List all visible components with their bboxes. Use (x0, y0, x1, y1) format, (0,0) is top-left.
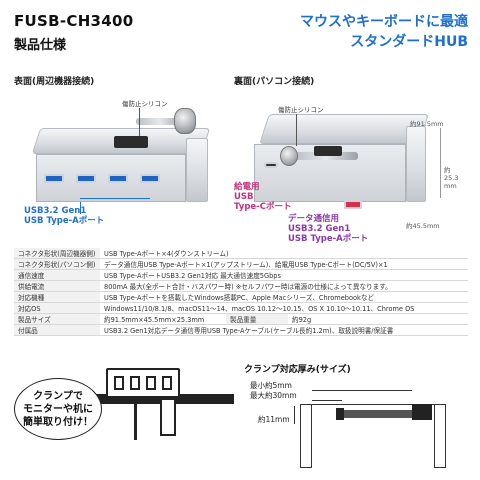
min-thickness: 最小約5mm (250, 381, 292, 390)
hub-side (186, 138, 208, 202)
dim-height: 約 25.3 mm (444, 166, 459, 190)
tagline-line1: マウスやキーボードに最適 (300, 14, 468, 30)
desk-edge (84, 394, 234, 404)
clamp-arm (160, 398, 176, 436)
tagline: マウスやキーボードに最適 スタンダードHUB (300, 12, 468, 52)
silicone-pad (114, 136, 148, 148)
dim-depth: 約45.5mm (406, 222, 440, 230)
table-row: 通信速度 USB Type-AポートUSB3.2 Gen1対応 最大通信速度5G… (14, 269, 468, 282)
pad-callout: 傷防止シリコン (122, 100, 168, 108)
front-view-label: 表面(周辺機器接続) (14, 77, 95, 87)
clamp-depth: 約11mm (258, 415, 290, 424)
usb-a-port (44, 174, 64, 183)
spec-key: 付属品 (14, 324, 100, 337)
pad-callout: 傷防止シリコン (278, 106, 324, 114)
table-row: 付属品 USB3.2 Gen1対応データ通信専用USB Type-Aケーブル(ケ… (14, 324, 468, 337)
spec-key: コネクタ形状(パソコン側) (14, 258, 100, 271)
clamp-rod (136, 118, 184, 125)
spec-table: コネクタ形状(周辺機器側) USB Type-Aポート×4(ダウンストリーム) … (14, 248, 468, 337)
silicone-pad (314, 146, 342, 156)
usb-c-port (264, 162, 278, 168)
usb-a-port (140, 174, 160, 183)
table-row: 供給電流 800mA 最大(全ポート合計・バスパワー時) ※セルフパワー時は電源… (14, 280, 468, 293)
port-outline (130, 376, 140, 390)
table-row: 対応機種 USB Type-Aポートを搭載したWindows搭載PC、Apple… (14, 291, 468, 304)
clamp-knob (280, 146, 298, 166)
table-row: コネクタ形状(周辺機器側) USB Type-Aポート×4(ダウンストリーム) (14, 248, 468, 260)
spec-key: 対応機種 (14, 291, 100, 304)
tagline-line2: スタンダードHUB (350, 34, 468, 50)
spec-value: USB3.2 Gen1対応データ通信専用USB Type-Aケーブル(ケーブル長… (100, 324, 468, 337)
front-view-illustration: 傷防止シリコン USB3.2 Gen1 USB Type-Aポート (14, 86, 234, 236)
clamp-screw-head (336, 408, 344, 420)
dim-height-line (440, 128, 441, 198)
spec-key: 供給電流 (14, 280, 100, 293)
model-number: FUSB-CH3400 (14, 12, 134, 30)
clamp-left-jaw (300, 404, 312, 468)
hub-top-plate (259, 114, 429, 144)
spec-key: 製品サイズ (14, 313, 100, 326)
spec-key: 製品重量 (226, 313, 288, 326)
table-row: 対応OS Windows11/10/8.1/8、macOS11〜14、macOS… (14, 302, 468, 315)
usb-a-port (76, 174, 96, 183)
spec-key: 通信速度 (14, 269, 100, 282)
clamp-knob (412, 404, 432, 420)
table-row: コネクタ形状(パソコン側) データ通信用USB Type-Aポート×1(アップス… (14, 258, 468, 271)
spec-key: コネクタ形状(周辺機器側) (14, 248, 100, 260)
pad-callout-line (296, 114, 297, 146)
back-view-label: 裏面(パソコン接続) (234, 77, 315, 87)
spec-title: 製品仕様 (14, 38, 67, 53)
clamp-knob (174, 108, 196, 134)
back-view-illustration: 傷防止シリコン 約91.5mm 約 25.3 mm 約45.5mm 給電用 US… (234, 86, 470, 244)
pad-callout-line (139, 108, 140, 136)
spec-value: USB Type-Aポートを搭載したWindows搭載PC、Apple Macシ… (100, 291, 468, 304)
spec-value: 約91.5mm×45.5mm×25.3mm (100, 313, 226, 326)
dim-line (312, 400, 342, 401)
ports-callout: USB3.2 Gen1 USB Type-Aポート (24, 206, 105, 226)
port-outline (162, 376, 172, 390)
max-thickness: 最大約30mm (250, 391, 297, 400)
spec-key: 対応OS (14, 302, 100, 315)
dim-line (294, 406, 295, 424)
dim-width: 約91.5mm (410, 120, 444, 128)
clamp-right-jaw (434, 404, 446, 468)
spec-value: データ通信用USB Type-Aポート×1(アップストリーム)、給電用USB T… (100, 258, 468, 271)
speech-bubble (14, 378, 102, 440)
ports-callout-line (80, 202, 81, 214)
spec-value: Windows11/10/8.1/8、macOS11〜14、macOS 10.1… (100, 302, 468, 315)
usb-a-data-port (344, 200, 362, 209)
spec-value: USB Type-Aポート×4(ダウンストリーム) (100, 248, 468, 260)
hub-silhouette (106, 368, 180, 398)
port-outline (114, 376, 124, 390)
cable (134, 404, 137, 440)
table-row: 製品サイズ 約91.5mm×45.5mm×25.3mm 製品重量 約92g (14, 313, 468, 326)
clamp-thickness-diagram: 最小約5mm 最大約30mm 約11mm (244, 376, 470, 476)
spec-value: 800mA 最大(全ポート合計・バスパワー時) ※セルフパワー時は電源の仕様によ… (100, 280, 468, 293)
port-outline (146, 376, 156, 390)
spec-value: 約92g (288, 313, 468, 326)
power-port-callout: 給電用 USB Type-Cポート (234, 182, 292, 212)
dim-line (312, 390, 412, 391)
spec-value: USB Type-AポートUSB3.2 Gen1対応 最大通信速度5Gbps (100, 269, 468, 282)
hub-side (406, 126, 426, 202)
ports-callout-bar (80, 198, 150, 199)
bubble-text: クランプで モニターや机に 簡単取り付け！ (23, 391, 93, 428)
clamp-screw-shaft (342, 410, 418, 418)
usb-a-port (108, 174, 128, 183)
data-port-callout: データ通信用 USB3.2 Gen1 USB Type-Aポート (288, 214, 369, 244)
clamp-thickness-title: クランプ対応厚み(サイズ) (244, 365, 351, 375)
clamp-rod (294, 152, 358, 160)
clamp-usage-illustration: クランプで モニターや机に 簡単取り付け！ (14, 344, 234, 474)
